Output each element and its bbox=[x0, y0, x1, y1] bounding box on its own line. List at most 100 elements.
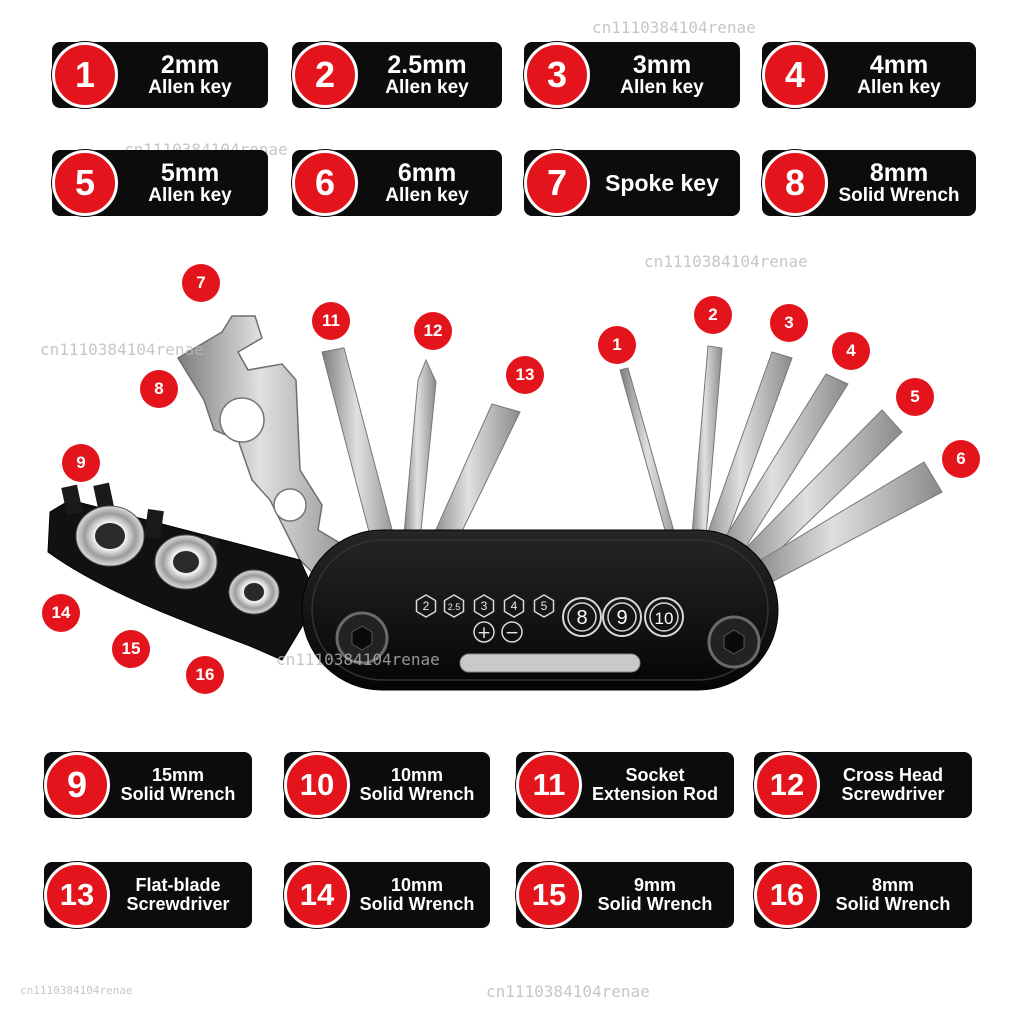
callout-allen-key-5mm: 5 bbox=[896, 378, 934, 416]
watermark: cn1110384104renae bbox=[486, 982, 650, 1001]
label-subtitle: Solid Wrench bbox=[120, 784, 236, 804]
hex-mark-label: 4 bbox=[511, 599, 518, 613]
label-title: 9mm bbox=[633, 875, 677, 896]
label-number: 2 bbox=[292, 42, 358, 108]
label-subtitle: Screwdriver bbox=[841, 784, 945, 804]
watermark: cn1110384104renae bbox=[592, 18, 756, 37]
spoke-key-plate bbox=[176, 315, 362, 592]
label-subtitle: Solid Wrench bbox=[597, 894, 713, 914]
callout-allen-key-2-5mm: 2 bbox=[694, 296, 732, 334]
label-title: Socket bbox=[625, 765, 685, 786]
socket-ring-inner bbox=[649, 602, 679, 632]
socket-ring-outer bbox=[602, 597, 642, 637]
cross-head-screwdriver bbox=[401, 358, 437, 561]
label-number: 11 bbox=[516, 752, 582, 818]
callout-socket-extension-rod: 11 bbox=[312, 302, 350, 340]
callout-spoke-key: 7 bbox=[182, 264, 220, 302]
label-subtitle: Extension Rod bbox=[591, 784, 718, 804]
watermark: cn1110384104renae bbox=[644, 252, 808, 271]
callout-allen-key-6mm: 6 bbox=[942, 440, 980, 478]
plus-minus-label: − bbox=[505, 623, 519, 643]
label-subtitle: Solid Wrench bbox=[835, 894, 951, 914]
label-subtitle: Solid Wrench bbox=[359, 784, 475, 804]
label-number: 12 bbox=[754, 752, 820, 818]
callout-solid-wrench-8mm: 8 bbox=[140, 370, 178, 408]
screw-right bbox=[707, 615, 761, 669]
callout-solid-wrench-8mm-b: 16 bbox=[186, 656, 224, 694]
label-number: 13 bbox=[44, 862, 110, 928]
plus-minus-markings: +− bbox=[473, 621, 523, 643]
hex-mark-4 bbox=[533, 594, 555, 618]
hex-mark-3 bbox=[503, 594, 525, 618]
callout-allen-key-3mm: 3 bbox=[770, 304, 808, 342]
socket-ring-outer bbox=[644, 597, 684, 637]
socket-ring-inner bbox=[567, 602, 597, 632]
callout-flat-blade-screwdriver: 13 bbox=[506, 356, 544, 394]
body-slot bbox=[459, 653, 641, 673]
socket-size-label: 9 bbox=[616, 607, 627, 629]
label-subtitle: Allen key bbox=[857, 77, 941, 99]
watermark: cn1110384104renae bbox=[20, 984, 133, 997]
label-number: 4 bbox=[762, 42, 828, 108]
label-number: 6 bbox=[292, 150, 358, 216]
label-title: 6mm bbox=[397, 158, 457, 187]
label-title: Cross Head bbox=[842, 765, 944, 786]
screw-left bbox=[335, 611, 389, 665]
socket-size-label: 8 bbox=[576, 607, 587, 629]
label-number: 15 bbox=[516, 862, 582, 928]
label-subtitle: Allen key bbox=[620, 77, 704, 99]
label-number: 8 bbox=[762, 150, 828, 216]
label-number: 3 bbox=[524, 42, 590, 108]
label-title: 2.5mm bbox=[387, 50, 467, 79]
label-title: 8mm bbox=[871, 875, 915, 896]
socket-ring-outer bbox=[562, 597, 602, 637]
label-title: 10mm bbox=[390, 765, 444, 786]
label-number: 5 bbox=[52, 150, 118, 216]
callout-solid-wrench-9mm: 15 bbox=[112, 630, 150, 668]
hex-mark-1 bbox=[443, 594, 465, 618]
hex-mark-label: 3 bbox=[481, 599, 488, 613]
label-subtitle: Allen key bbox=[385, 185, 469, 207]
plus-minus-label: + bbox=[477, 623, 491, 643]
label-subtitle: Allen key bbox=[148, 77, 232, 99]
callout-solid-wrench-15mm: 9 bbox=[62, 444, 100, 482]
label-title: 2mm bbox=[160, 50, 220, 79]
label-title: Spoke key bbox=[605, 169, 719, 196]
socket-ring-inner bbox=[607, 602, 637, 632]
label-number: 9 bbox=[44, 752, 110, 818]
label-number: 7 bbox=[524, 150, 590, 216]
hex-mark-label: 5 bbox=[541, 599, 548, 613]
label-subtitle: Screwdriver bbox=[126, 894, 230, 914]
watermark: cn1110384104renae bbox=[40, 340, 204, 359]
callout-allen-key-4mm: 4 bbox=[832, 332, 870, 370]
callout-cross-head-screwdriver: 12 bbox=[414, 312, 452, 350]
label-subtitle: Allen key bbox=[148, 185, 232, 207]
label-subtitle: Solid Wrench bbox=[838, 185, 960, 207]
label-title: 3mm bbox=[632, 50, 692, 79]
label-title: 15mm bbox=[151, 765, 205, 786]
callout-allen-key-2mm: 1 bbox=[598, 326, 636, 364]
label-number: 16 bbox=[754, 862, 820, 928]
label-number: 14 bbox=[284, 862, 350, 928]
label-title: 4mm bbox=[869, 50, 929, 79]
label-spoke-key: 7 Spoke key bbox=[524, 150, 740, 216]
plus-minus-ring bbox=[501, 621, 523, 643]
label-number: 10 bbox=[284, 752, 350, 818]
hex-mark-label: 2.5 bbox=[448, 602, 461, 612]
